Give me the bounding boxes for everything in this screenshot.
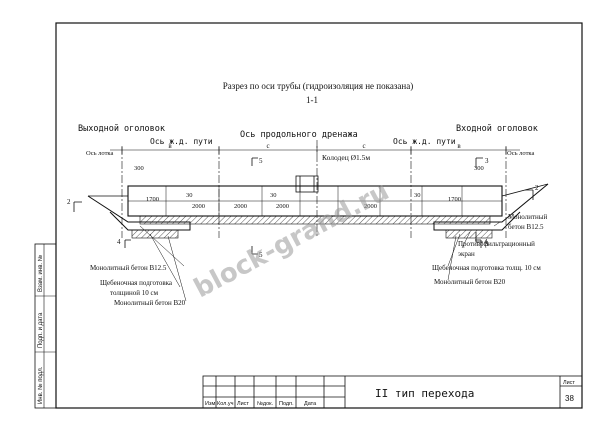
inlet-head-label: Входной оголовок [456, 124, 538, 134]
section-2-left: 2 [67, 198, 71, 206]
mark-1700-left: 1700 [146, 196, 159, 203]
stamp-title: II тип перехода [375, 387, 474, 400]
section-4-right: 4 [484, 238, 488, 246]
section-2-right: 2 [535, 184, 539, 192]
note-monolith-b125-right-1: Монолитный [508, 213, 547, 221]
mark-30-c: 30 [414, 192, 421, 199]
stamp-col-izm: Изм. [205, 401, 217, 407]
stamp-col-list: Лист [237, 401, 249, 407]
sidebar-field-2: Подп. и дата [38, 312, 44, 348]
mark-300-right: 300 [474, 165, 484, 172]
leader-lines [139, 221, 501, 302]
dim-c-right: с [362, 142, 365, 150]
stamp-col-doc: №док. [257, 401, 274, 407]
note-monolith-b125-left: Монолитный бетон В12.5 [90, 264, 167, 272]
note-anti-filter-1: Противофильтрационный [458, 240, 535, 248]
mark-30-a: 30 [186, 192, 193, 199]
section-5-top: 5 [259, 157, 263, 165]
note-gravel-left-1: Щебеночная подготовка [100, 279, 173, 287]
note-gravel-right: Щебеночная подготовка толщ. 10 см [432, 264, 541, 272]
sidebar-field-3: Взам. инв. № [37, 255, 44, 292]
stamp-col-date: Дата [304, 401, 317, 407]
stamp-sheet-number: 38 [565, 394, 574, 403]
sidebar-stamp: Инв. № подл. Подп. и дата Взам. инв. № [34, 243, 57, 409]
mark-30-b: 30 [270, 192, 277, 199]
note-monolith-b20-right: Монолитный бетон В20 [434, 278, 506, 286]
dim-b-right: в [457, 142, 461, 150]
outlet-head-label: Выходной оголовок [78, 124, 165, 134]
tray-axis-left-label: Ось лотка [86, 150, 113, 157]
mark-2000-d: 2000 [364, 203, 377, 210]
well-label: Колодец Ø1.5м [322, 153, 370, 162]
section-label: 1-1 [306, 95, 318, 105]
mark-2000-b: 2000 [234, 203, 247, 210]
stamp-col-koluch: Кол.уч [217, 401, 234, 407]
section-3-top: 3 [485, 157, 489, 165]
note-monolith-b20-left: Монолитный бетон В20 [114, 299, 186, 307]
drawing-title: Разрез по оси трубы (гидроизоляция не по… [223, 81, 413, 91]
dim-b-left: в [168, 142, 172, 150]
section-3-bottom: 3 [485, 240, 489, 248]
sidebar-field-1: Инв. № подл. [37, 366, 44, 404]
note-monolith-b125-right-2: бетон В12.5 [508, 223, 544, 231]
dim-c-left: с [266, 142, 269, 150]
tray-axis-right-label: Ось лотка [507, 150, 534, 157]
section-4-left: 4 [117, 238, 121, 246]
stamp-col-sign: Подп. [279, 401, 294, 407]
rail-axis-right-label: Ось ж.д. пути [393, 137, 456, 146]
mark-300-left: 300 [134, 165, 144, 172]
mark-1700-right: 1700 [448, 196, 461, 203]
title-stamp [202, 375, 583, 409]
dimension-chain [110, 146, 520, 154]
mark-2000-c: 2000 [276, 203, 289, 210]
section-5-bottom: 5 [259, 251, 263, 259]
stamp-sheet-label: Лист [563, 380, 575, 386]
drain-axis-label: Ось продольного дренажа [240, 130, 358, 140]
foundation-slab [139, 215, 491, 225]
note-gravel-left-2: толщиной 10 см [110, 289, 159, 297]
well [295, 175, 319, 193]
rail-axis-left-label: Ось ж.д. пути [150, 137, 213, 146]
watermark: block-grand.ru [189, 176, 394, 304]
mark-2000-a: 2000 [192, 203, 205, 210]
note-anti-filter-2: экран [458, 250, 475, 258]
outlet-gravel-pad [131, 229, 179, 239]
